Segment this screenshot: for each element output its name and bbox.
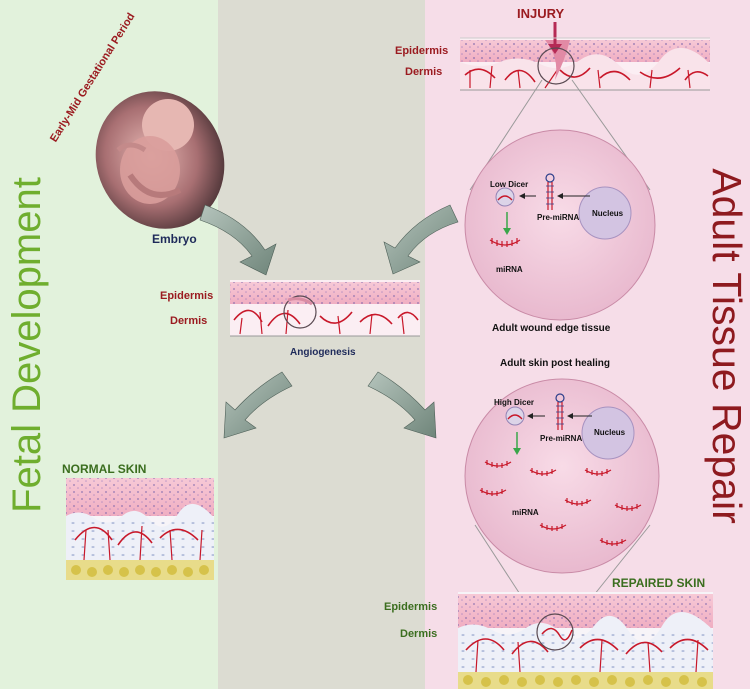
mirna-label-top: miRNA bbox=[496, 265, 523, 274]
normal-skin-block bbox=[66, 478, 214, 580]
high-dicer-label: High Dicer bbox=[494, 398, 535, 407]
epidermis-label-top: Epidermis bbox=[395, 45, 449, 57]
epidermis-label-center: Epidermis bbox=[160, 290, 214, 302]
repaired-skin-label: REPAIRED SKIN bbox=[612, 576, 706, 590]
pre-mirna-hairpin-top bbox=[545, 173, 555, 210]
post-healing-label: Adult skin post healing bbox=[500, 358, 611, 369]
epidermis-label-bottom: Epidermis bbox=[384, 601, 438, 613]
center-skin-strip bbox=[230, 280, 420, 337]
arrow-wound-to-skin bbox=[383, 204, 459, 275]
pre-mirna-label-bottom: Pre-miRNA bbox=[540, 434, 583, 443]
arrow-skin-to-repaired bbox=[367, 371, 437, 439]
embryo-illustration bbox=[95, 91, 225, 229]
nucleus-label-top: Nucleus bbox=[592, 209, 624, 218]
middle-panel-bg bbox=[218, 0, 425, 689]
dermis-label-bottom: Dermis bbox=[400, 628, 438, 640]
dermis-label-top: Dermis bbox=[405, 66, 443, 78]
low-dicer-label: Low Dicer bbox=[490, 180, 529, 189]
embryo-label: Embryo bbox=[152, 232, 197, 246]
arrow-embryo-to-skin bbox=[199, 204, 277, 276]
mirna-label-bottom: miRNA bbox=[512, 508, 539, 517]
dermis-label-center: Dermis bbox=[170, 315, 208, 327]
injury-label: INJURY bbox=[517, 6, 565, 21]
pre-mirna-label-top: Pre-miRNA bbox=[537, 213, 580, 222]
pre-mirna-hairpin-bottom bbox=[555, 393, 565, 430]
arrow-skin-to-normal bbox=[223, 371, 293, 439]
angiogenesis-label: Angiogenesis bbox=[290, 347, 356, 358]
injury-skin-strip bbox=[460, 22, 710, 91]
nucleus-label-bottom: Nucleus bbox=[594, 428, 626, 437]
mirna-strands-bottom bbox=[479, 460, 642, 546]
normal-skin-label: NORMAL SKIN bbox=[62, 462, 147, 476]
repaired-skin-block bbox=[458, 592, 713, 689]
mirna-strand-top bbox=[489, 238, 521, 247]
wound-edge-label: Adult wound edge tissue bbox=[492, 323, 611, 334]
adult-panel-bg bbox=[425, 0, 750, 689]
